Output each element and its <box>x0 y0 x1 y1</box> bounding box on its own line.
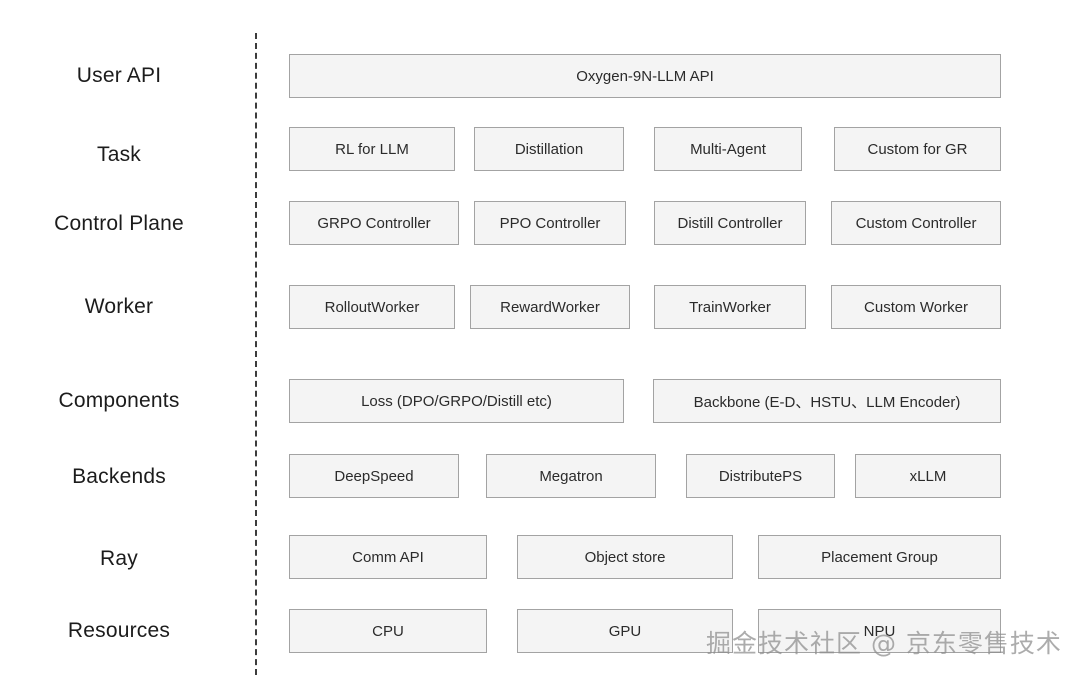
box-oxygen-9n-llm-api: Oxygen-9N-LLM API <box>289 54 1001 98</box>
row-label-text: User API <box>76 64 162 87</box>
box-distributeps: DistributePS <box>686 454 835 498</box>
box-distillation: Distillation <box>474 127 624 171</box>
box-comm-api: Comm API <box>289 535 487 579</box>
box-object-store: Object store <box>517 535 733 579</box>
box-backbone-e-d-hstu-llm-encoder: Backbone (E-D、HSTU、LLM Encoder) <box>653 379 1001 423</box>
box-cpu: CPU <box>289 609 487 653</box>
row-label-worker: Worker <box>0 294 238 320</box>
box-multi-agent: Multi-Agent <box>654 127 802 171</box>
box-megatron: Megatron <box>486 454 656 498</box>
row-label-text: Backends <box>72 465 166 488</box>
box-npu: NPU <box>758 609 1001 653</box>
row-label-components: Components <box>0 388 238 414</box>
box-rolloutworker: RolloutWorker <box>289 285 455 329</box>
row-label-task: Task <box>0 142 238 168</box>
row-label-user-api: User API <box>0 63 238 89</box>
watermark-text: 掘金技术社区 @ 京东零售技术 <box>706 629 1062 658</box>
box-distill-controller: Distill Controller <box>654 201 806 245</box>
box-rewardworker: RewardWorker <box>470 285 630 329</box>
row-label-text: Control Plane <box>54 212 184 235</box>
box-placement-group: Placement Group <box>758 535 1001 579</box>
vertical-dashed-divider <box>255 33 257 675</box>
box-ppo-controller: PPO Controller <box>474 201 626 245</box>
box-grpo-controller: GRPO Controller <box>289 201 459 245</box>
row-label-resources: Resources <box>0 618 238 644</box>
box-trainworker: TrainWorker <box>654 285 806 329</box>
box-gpu: GPU <box>517 609 733 653</box>
row-label-text: Worker <box>84 295 154 318</box>
box-xllm: xLLM <box>855 454 1001 498</box>
row-label-text: Resources <box>67 619 171 642</box>
box-custom-for-gr: Custom for GR <box>834 127 1001 171</box>
box-rl-for-llm: RL for LLM <box>289 127 455 171</box>
box-deepspeed: DeepSpeed <box>289 454 459 498</box>
row-label-control-plane: Control Plane <box>0 211 238 237</box>
box-custom-controller: Custom Controller <box>831 201 1001 245</box>
row-label-text: Task <box>97 143 141 166</box>
row-label-ray: Ray <box>0 546 238 572</box>
box-custom-worker: Custom Worker <box>831 285 1001 329</box>
row-label-text: Components <box>58 389 180 412</box>
row-label-backends: Backends <box>0 464 238 490</box>
box-loss-dpo-grpo-distill-etc: Loss (DPO/GRPO/Distill etc) <box>289 379 624 423</box>
row-label-text: Ray <box>100 547 138 570</box>
